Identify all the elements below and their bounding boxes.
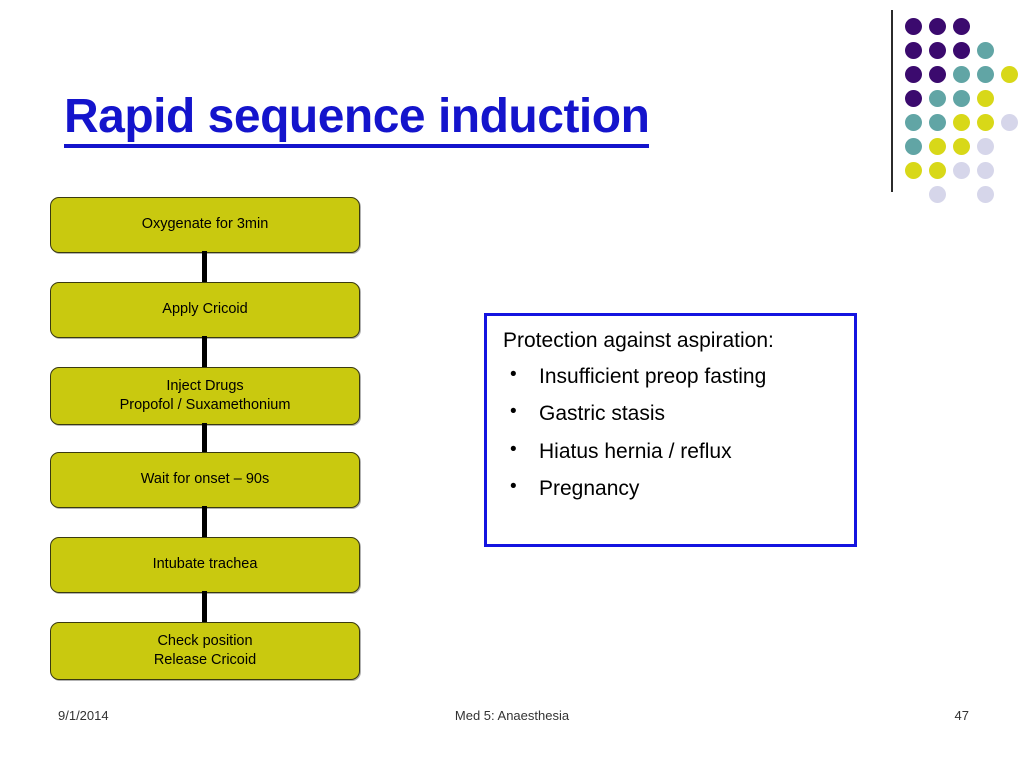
flow-connector xyxy=(202,506,207,539)
bullet-icon: • xyxy=(510,475,517,497)
aspiration-item-label: Gastric stasis xyxy=(539,402,666,426)
aspiration-item-label: Pregnancy xyxy=(539,476,640,500)
footer-date: 9/1/2014 xyxy=(58,708,109,723)
decor-dot xyxy=(953,66,970,83)
aspiration-list-item: • Hiatus hernia / reflux xyxy=(501,439,840,464)
decor-dot xyxy=(905,66,922,83)
decor-dot xyxy=(953,42,970,59)
aspiration-callout-box: Protection against aspiration: • Insuffic… xyxy=(484,313,857,547)
footer-page-number: 47 xyxy=(954,708,969,723)
flow-step-wait-onset[interactable]: Wait for onset – 90s xyxy=(50,452,360,508)
aspiration-list-item: • Pregnancy xyxy=(501,476,840,501)
decor-dot xyxy=(929,138,946,155)
flow-step-label: Apply Cricoid xyxy=(162,301,248,318)
flow-step-oxygenate[interactable]: Oxygenate for 3min xyxy=(50,197,360,253)
decor-dot xyxy=(977,162,994,179)
flow-connector xyxy=(202,591,207,624)
aspiration-list-item: • Gastric stasis xyxy=(501,401,840,426)
dot-grid-decoration xyxy=(884,6,1018,203)
aspiration-heading: Protection against aspiration: xyxy=(503,329,774,352)
decor-dot xyxy=(905,162,922,179)
page-title-text: Rapid sequence induction xyxy=(64,91,650,149)
flow-step-label: Wait for onset – 90s xyxy=(140,471,270,488)
decor-dot xyxy=(953,18,970,35)
footer-course-label: Med 5: Anaesthesia xyxy=(454,708,570,723)
decor-dot xyxy=(1001,66,1018,83)
bullet-icon: • xyxy=(510,364,517,386)
bullet-icon: • xyxy=(510,438,517,460)
aspiration-item-label: Hiatus hernia / reflux xyxy=(539,439,732,463)
decor-dot xyxy=(929,162,946,179)
decor-dot xyxy=(929,114,946,131)
decor-dot xyxy=(977,90,994,107)
flow-step-label: Intubate trachea xyxy=(152,556,258,573)
flow-step-intubate-trachea[interactable]: Intubate trachea xyxy=(50,537,360,593)
decor-dot xyxy=(953,114,970,131)
flow-connector xyxy=(202,336,207,369)
decor-dot xyxy=(953,162,970,179)
flow-step-label: Oxygenate for 3min xyxy=(141,216,269,233)
aspiration-item-label: Insufficient preop fasting xyxy=(539,365,767,389)
decor-dot xyxy=(905,18,922,35)
decor-dot xyxy=(977,186,994,203)
flow-step-apply-cricoid[interactable]: Apply Cricoid xyxy=(50,282,360,338)
decor-dot xyxy=(977,42,994,59)
decor-dot xyxy=(905,138,922,155)
bullet-icon: • xyxy=(510,401,517,423)
aspiration-list-item: • Insufficient preop fasting xyxy=(501,364,840,389)
decor-dot xyxy=(977,114,994,131)
flow-connector xyxy=(202,423,207,454)
decor-dot xyxy=(953,138,970,155)
decor-dot xyxy=(977,138,994,155)
decor-dot xyxy=(929,66,946,83)
slide-footer: 9/1/2014 Med 5: Anaesthesia 47 xyxy=(0,705,1024,729)
page-title: Rapid sequence induction xyxy=(64,91,650,149)
decor-dot xyxy=(905,114,922,131)
decor-dot xyxy=(953,90,970,107)
flow-connector xyxy=(202,251,207,284)
decor-dot xyxy=(929,18,946,35)
decor-dot xyxy=(929,90,946,107)
decor-dot xyxy=(905,90,922,107)
vertical-rule xyxy=(891,10,893,192)
aspiration-list: • Insufficient preop fasting • Gastric stas… xyxy=(501,364,840,501)
decor-dot xyxy=(905,42,922,59)
decor-dot xyxy=(929,42,946,59)
decor-dot xyxy=(929,186,946,203)
decor-dot xyxy=(977,66,994,83)
decor-dot xyxy=(1001,114,1018,131)
